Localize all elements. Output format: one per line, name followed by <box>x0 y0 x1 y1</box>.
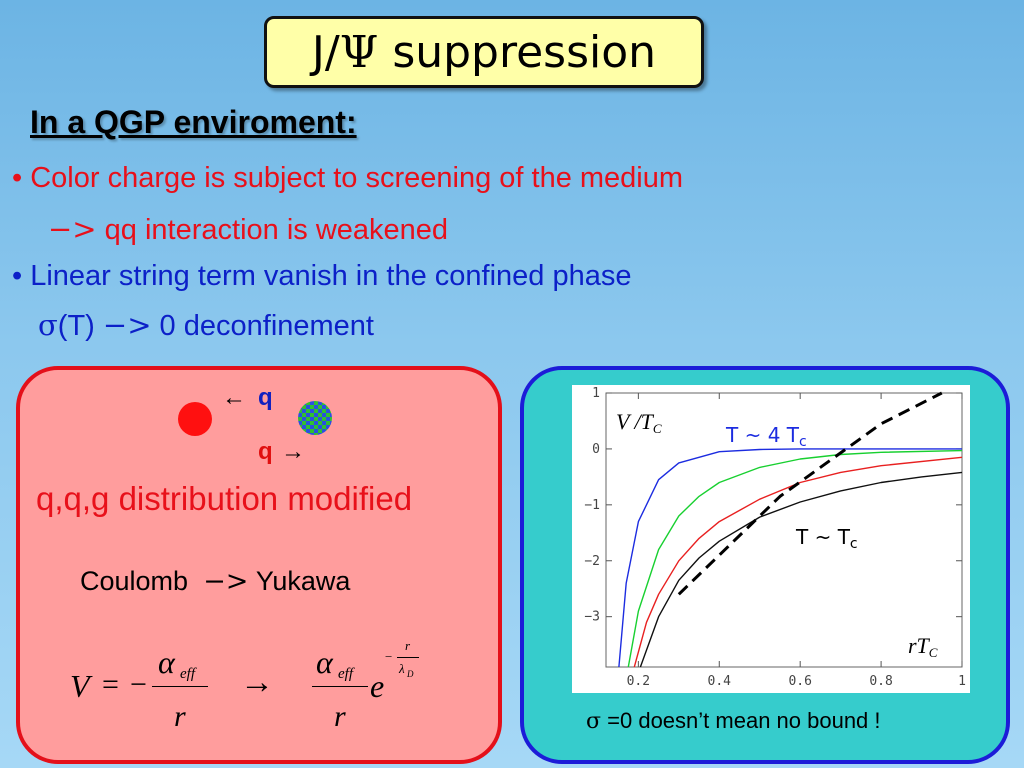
implies-arrow: −> <box>102 308 152 342</box>
arrow-right-icon: → <box>281 438 305 465</box>
formula-minus: − <box>130 668 147 701</box>
bullet-screening-sub: −> qq interaction is weakened <box>48 212 448 247</box>
title-rest: suppression <box>378 26 657 78</box>
y-tick-label: 1 <box>592 386 600 401</box>
y-tick-label: −2 <box>584 554 600 569</box>
maps-to-arrow-icon: → <box>240 664 274 701</box>
curve-annotation: T ~ Tc <box>795 525 858 552</box>
y-tick-label: 0 <box>592 442 600 457</box>
formula-eff-subscript: eff <box>180 666 195 682</box>
implies-arrow: −> <box>203 566 249 597</box>
exponent-D-subscript: D <box>407 669 414 679</box>
section-heading: In a QGP enviroment: <box>30 104 357 140</box>
potential-curve-2 <box>627 449 963 668</box>
dashed-boundary-line <box>677 391 943 596</box>
screening-panel <box>16 366 502 764</box>
coulomb-label: Coulomb <box>80 566 189 596</box>
potential-curve-3 <box>633 456 963 668</box>
formula-V: V <box>70 668 90 704</box>
quark-red-dot <box>178 402 212 436</box>
exponent-minus: − <box>385 649 393 664</box>
deconfinement-text: 0 deconfinement <box>151 310 374 342</box>
sigma-symbol: σ <box>38 308 58 342</box>
plot-frame <box>605 392 963 668</box>
x-tick-label: 0.8 <box>869 674 892 689</box>
yukawa-label: Yukawa <box>255 566 351 596</box>
psi-symbol: Ψ <box>339 26 379 78</box>
footnote: σ =0 doesn’t mean no bound ! <box>586 708 881 734</box>
coulomb-yukawa-line: Coulomb −> Yukawa <box>80 566 350 597</box>
quark-checkered-dot <box>298 401 332 435</box>
exponent-fraction-bar <box>397 657 419 658</box>
y-tick-label: −1 <box>584 498 600 513</box>
quark-label: q <box>258 438 273 465</box>
formula-r-2: r <box>334 700 346 733</box>
bullet-string-sub: σ(T) −> 0 deconfinement <box>38 308 374 343</box>
slide-title: J/Ψ suppression <box>264 16 704 88</box>
implies-arrow: −> <box>48 212 97 246</box>
exponent-r: r <box>405 638 411 653</box>
x-tick-label: 0.2 <box>627 674 650 689</box>
formula-alpha-2: α <box>316 644 333 680</box>
formula-r: r <box>174 700 186 733</box>
y-tick-label: −3 <box>584 610 600 625</box>
x-tick-label: 0.6 <box>788 674 811 689</box>
formula-equals: = <box>102 668 119 701</box>
arrow-left-icon: ← <box>222 384 246 411</box>
potential-chart: 0.2 0.4 0.6 0.8 1 1 0 −1 −2 −3 V /TC rTC T ~ 4 Tc T ~… <box>584 386 966 689</box>
bullet-screening-consequence: qq interaction is weakened <box>96 214 449 246</box>
formula-e: e <box>370 668 385 704</box>
y-axis-label: V /TC <box>616 409 662 436</box>
antiquark-label: q <box>258 384 273 411</box>
formula-alpha: α <box>158 644 175 680</box>
sigma-argument: (T) <box>57 310 103 342</box>
x-tick-label: 0.4 <box>708 674 732 689</box>
x-tick-label: 1 <box>958 674 966 689</box>
curve-annotation: T ~ 4 Tc <box>725 423 807 450</box>
potential-chart-area: 0.2 0.4 0.6 0.8 1 1 0 −1 −2 −3 V /TC rTC T ~ 4 Tc T ~… <box>572 385 970 693</box>
title-prefix: J/ <box>311 26 340 78</box>
footnote-sigma: σ <box>586 709 602 734</box>
potential-curve-4 <box>639 471 963 668</box>
potential-curve-1 <box>618 448 962 668</box>
distribution-heading: q,q,g distribution modified <box>36 480 413 517</box>
fraction-bar-2 <box>312 686 368 687</box>
bullet-screening: • Color charge is subject to screening o… <box>12 162 684 194</box>
bullet-string-term: • Linear string term vanish in the confi… <box>12 260 632 292</box>
exponent-lambda: λ <box>399 661 405 676</box>
footnote-text: =0 doesn’t mean no bound ! <box>601 708 881 733</box>
x-axis-label: rTC <box>908 633 938 660</box>
formula-eff-subscript-2: eff <box>338 666 353 682</box>
fraction-bar <box>152 686 208 687</box>
